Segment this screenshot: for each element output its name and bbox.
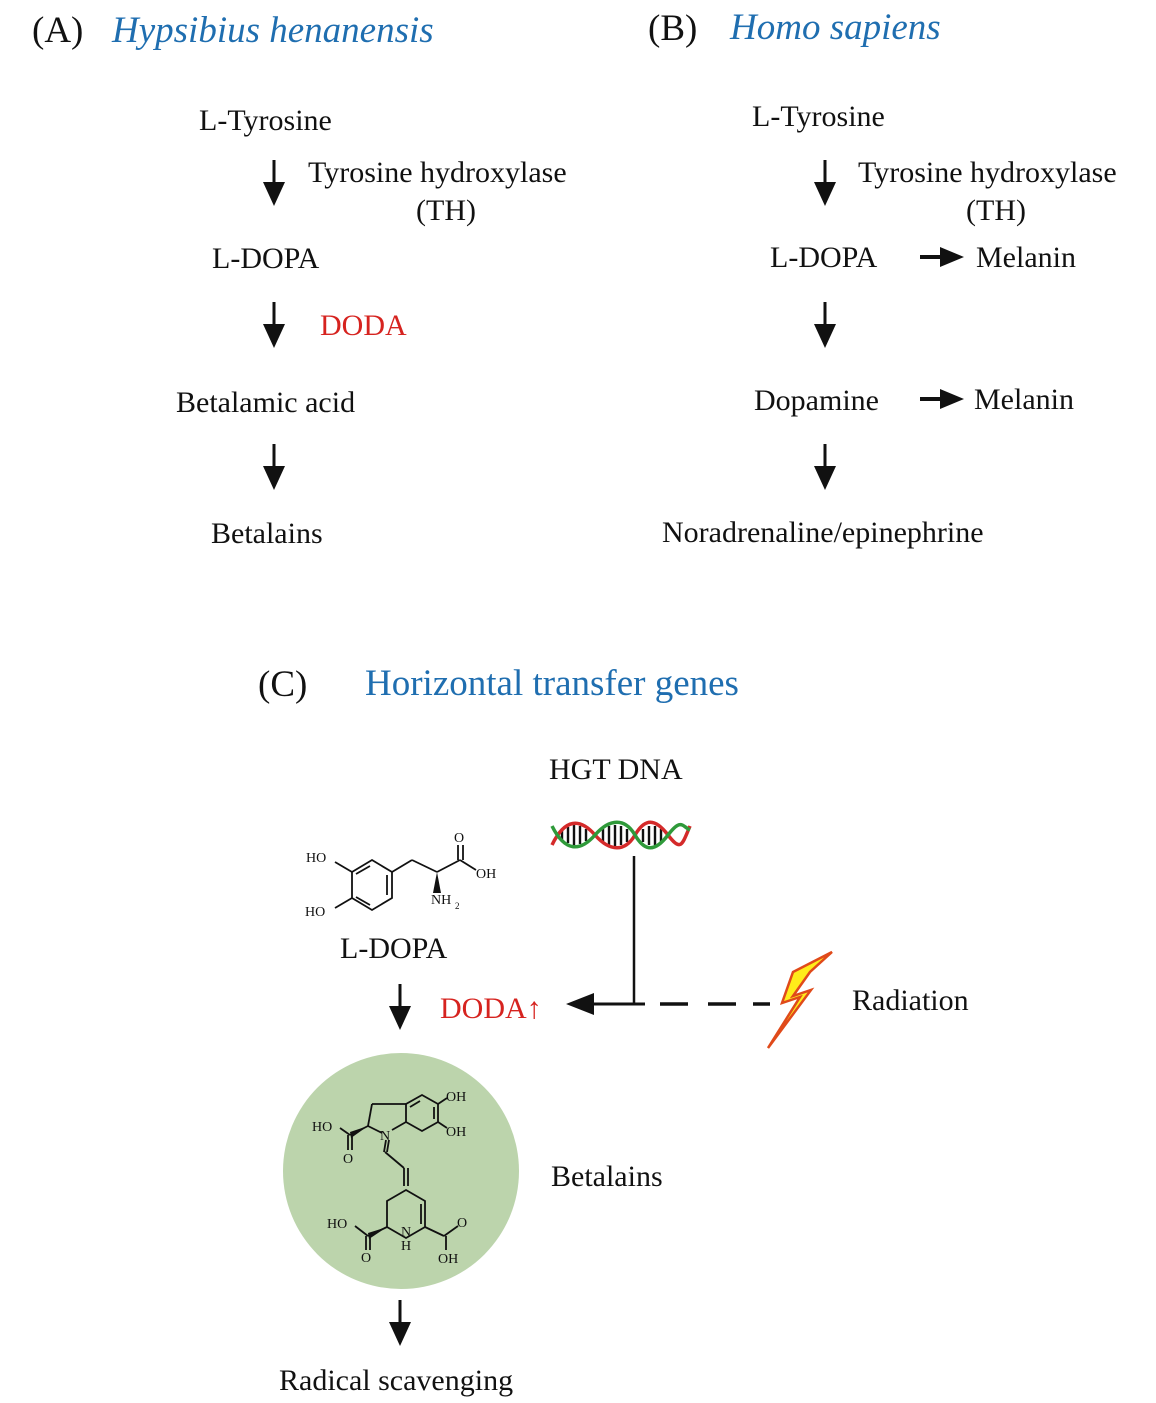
ldopa-o: O [454,831,464,846]
panel-b-species: Homo sapiens [730,7,941,48]
betalain-oh-3: OH [438,1252,458,1267]
betalain-o-1: O [343,1152,353,1167]
a-node-betalains: Betalains [211,517,323,550]
a-enzyme-th-abbr: (TH) [416,194,476,227]
down-arrow-icon [387,1298,413,1348]
l-dopa-structure: HO HO O OH NH 2 [305,831,496,920]
panel-c-label: (C) [258,664,308,705]
dna-helix-icon [550,820,692,850]
down-arrow-icon [261,300,287,350]
betalain-circle [283,1053,519,1289]
down-arrow-icon [812,442,838,492]
c-radical-scavenging-label: Radical scavenging [279,1364,514,1397]
betalain-nh-n: N [401,1225,411,1240]
betalain-nh-h: H [401,1239,411,1254]
betalain-n: N [380,1129,390,1144]
down-arrow-icon [387,982,413,1032]
hgt-connector [566,856,645,1015]
betalain-o-2: O [361,1251,371,1266]
b-node-noradrenaline: Noradrenaline/epinephrine [662,516,984,549]
down-arrow-icon [261,442,287,492]
panel-c-title: Horizontal transfer genes [365,663,739,704]
c-radiation-label: Radiation [852,984,969,1017]
lightning-icon [766,950,833,1049]
ldopa-nh: NH [431,893,451,908]
ldopa-nh-sub: 2 [455,901,460,911]
panel-a-label: (A) [32,10,84,51]
a-enzyme-th: Tyrosine hydroxylase [308,156,567,189]
down-arrow-icon [812,158,838,208]
c-betalains-label: Betalains [551,1160,663,1193]
b-node-l-dopa: L-DOPA [770,241,878,274]
a-node-l-tyrosine: L-Tyrosine [199,104,332,137]
b-node-l-tyrosine: L-Tyrosine [752,100,885,133]
right-arrow-icon [918,245,966,269]
betalain-structure: OH OH HO N O HO O N H O OH [312,1090,467,1267]
b-side-melanin-2: Melanin [974,383,1074,416]
ldopa-ho-1: HO [306,851,326,866]
b-enzyme-th-abbr: (TH) [966,194,1026,227]
a-node-l-dopa: L-DOPA [212,242,320,275]
ldopa-oh: OH [476,867,496,882]
betalain-oh-2: OH [446,1125,466,1140]
betalain-o-3: O [457,1216,467,1231]
betalain-oh-1: OH [446,1090,466,1105]
b-side-melanin-1: Melanin [976,241,1076,274]
b-enzyme-th: Tyrosine hydroxylase [858,156,1117,189]
right-arrow-icon [918,387,966,411]
b-node-dopamine: Dopamine [754,384,879,417]
c-doda-up-label: DODA↑ [440,992,542,1025]
ldopa-ho-2: HO [305,905,325,920]
down-arrow-icon [812,300,838,350]
a-enzyme-doda: DODA [320,309,407,342]
panel-b-label: (B) [648,8,698,49]
down-arrow-icon [261,158,287,208]
panel-a-species: Hypsibius henanensis [112,10,434,51]
c-l-dopa-label: L-DOPA [340,932,448,965]
betalain-ho-2: HO [327,1217,347,1232]
a-node-betalamic-acid: Betalamic acid [176,386,356,419]
left-arrow-icon [566,993,594,1015]
betalain-ho-1: HO [312,1120,332,1135]
c-hgt-dna-label: HGT DNA [549,753,683,786]
